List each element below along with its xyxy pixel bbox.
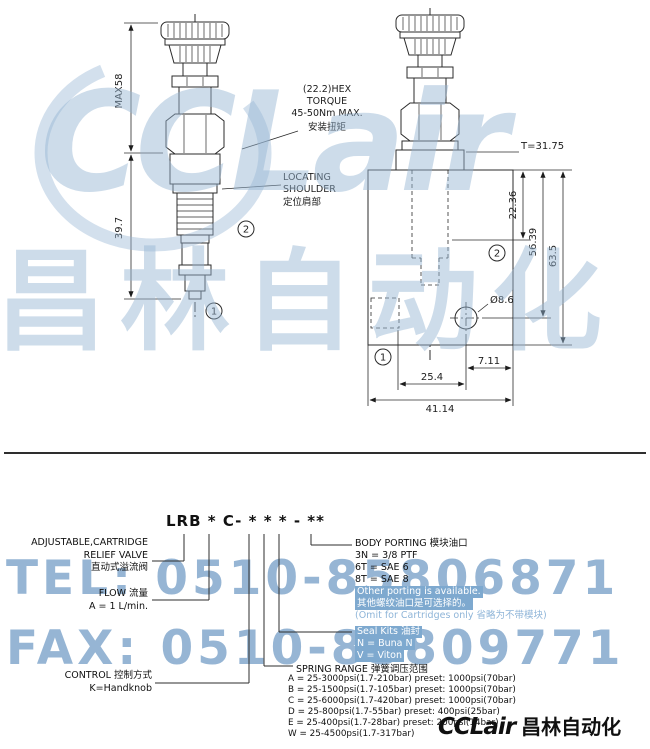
control-line2: K=Handknob [89, 682, 152, 694]
callout-2-circle-left [237, 220, 255, 238]
spring-range-title: SPRING RANGE 弹簧调压范围 [296, 664, 428, 675]
shoulder-note-line2: SHOULDER [283, 184, 336, 195]
model-code: LRB * C- * * * - ** [166, 512, 325, 530]
valve-type-line1: ADJUSTABLE,CARTRIDGE [31, 537, 148, 548]
callout-2-circle-right [488, 244, 506, 262]
callout-1-left: 1 [211, 307, 217, 318]
valve-type-line2: RELIEF VALVE [83, 549, 148, 561]
spring-item: C = 25-6000psi(1.7-420bar) preset: 1000p… [288, 696, 516, 706]
label-valve-type: ADJUSTABLE,CARTRIDGE RELIEF VALVE 直动式溢流阀 [0, 537, 148, 575]
porting-item: 3N = 3/8 PTF [355, 550, 418, 561]
dim-56-39: 56.39 [528, 228, 539, 257]
spring-range-list: A = 25-3000psi(1.7-210bar) preset: 1000p… [288, 674, 516, 740]
spring-item: W = 25-4500psi(1.7-317bar) [288, 729, 415, 739]
label-seal-kits: Seal Kits 油封 N = Buna N V = Viton [355, 626, 422, 662]
label-control: CONTROL 控制方式 K=Handknob [0, 670, 152, 695]
cartridge-valve-drawing [160, 14, 230, 318]
shoulder-note-line1: LOCATING [283, 172, 331, 183]
seal-title: Seal Kits 油封 [355, 626, 422, 638]
porting-item-note: (Omit for Cartridges only 省略为不带模块) [355, 610, 547, 621]
porting-item: 6T = SAE 6 [355, 562, 409, 573]
flow-line1: FLOW 流量 [98, 588, 148, 599]
seal-item: N = Buna N [355, 638, 415, 650]
dim-hole-diameter: Ø8.6 [490, 294, 514, 306]
callout-2-left: 2 [243, 225, 249, 236]
shoulder-note-line3: 定位肩部 [283, 196, 321, 208]
porting-title: BODY PORTING 模块油口 [355, 538, 468, 549]
porting-item-highlight: Other porting is available. [355, 586, 483, 598]
callout-2-right: 2 [494, 249, 500, 260]
spring-item: E = 25-400psi(1.7-28bar) preset: 200psi(… [288, 718, 499, 728]
dim-7-11: 7.11 [478, 356, 500, 367]
control-line1: CONTROL 控制方式 [64, 670, 152, 681]
valve-in-body-drawing [367, 8, 514, 362]
dim-25-4: 25.4 [421, 372, 443, 383]
dim-max58: MAX58 [114, 73, 125, 108]
cartridge-dimension-lines [124, 22, 299, 300]
dim-thread: T=31.75 [520, 141, 564, 152]
hex-note-line2: TORQUE [306, 96, 347, 107]
flow-line2: A = 1 L/min. [89, 600, 148, 612]
spring-item: B = 25-1500psi(1.7-105bar) preset: 1000p… [288, 685, 516, 695]
body-dimension-lines [367, 151, 572, 406]
callout-1-circle-right [374, 348, 392, 366]
hex-note-line1: (22.2)HEX [303, 84, 352, 95]
knurl-hatch [167, 23, 223, 38]
label-flow: FLOW 流量 A = 1 L/min. [0, 588, 148, 613]
dim-63-5: 63.5 [548, 245, 559, 267]
footer-brand-logo: CCLair [438, 714, 516, 740]
section-divider [4, 452, 646, 454]
hex-note-line4: 安装扭矩 [308, 121, 347, 133]
valve-type-line3: 直动式溢流阀 [90, 562, 148, 573]
dim-22-36: 22.36 [508, 191, 519, 220]
spring-item: D = 25-800psi(1.7-55bar) preset: 400psi(… [288, 707, 500, 717]
seal-item: V = Viton [355, 650, 404, 662]
dim-39-7: 39.7 [114, 217, 125, 239]
porting-item: 8T = SAE 8 [355, 574, 409, 585]
footer-brand-chinese: 昌林自动化 [521, 715, 622, 739]
porting-item-highlight: 其他螺纹油口是可选择的。 [355, 598, 474, 610]
dim-41-14: 41.14 [426, 404, 455, 415]
callout-1-right: 1 [380, 353, 386, 364]
callout-1-circle-left [205, 302, 223, 320]
label-body-porting: BODY PORTING 模块油口 3N = 3/8 PTF 6T = SAE … [355, 538, 547, 622]
technical-drawing: MAX58 39.7 (22.2)HEX TORQUE 45-50Nm MAX.… [114, 8, 572, 415]
hex-note-line3: 45-50Nm MAX. [291, 108, 362, 119]
spring-item: A = 25-3000psi(1.7-210bar) preset: 1000p… [288, 674, 516, 684]
